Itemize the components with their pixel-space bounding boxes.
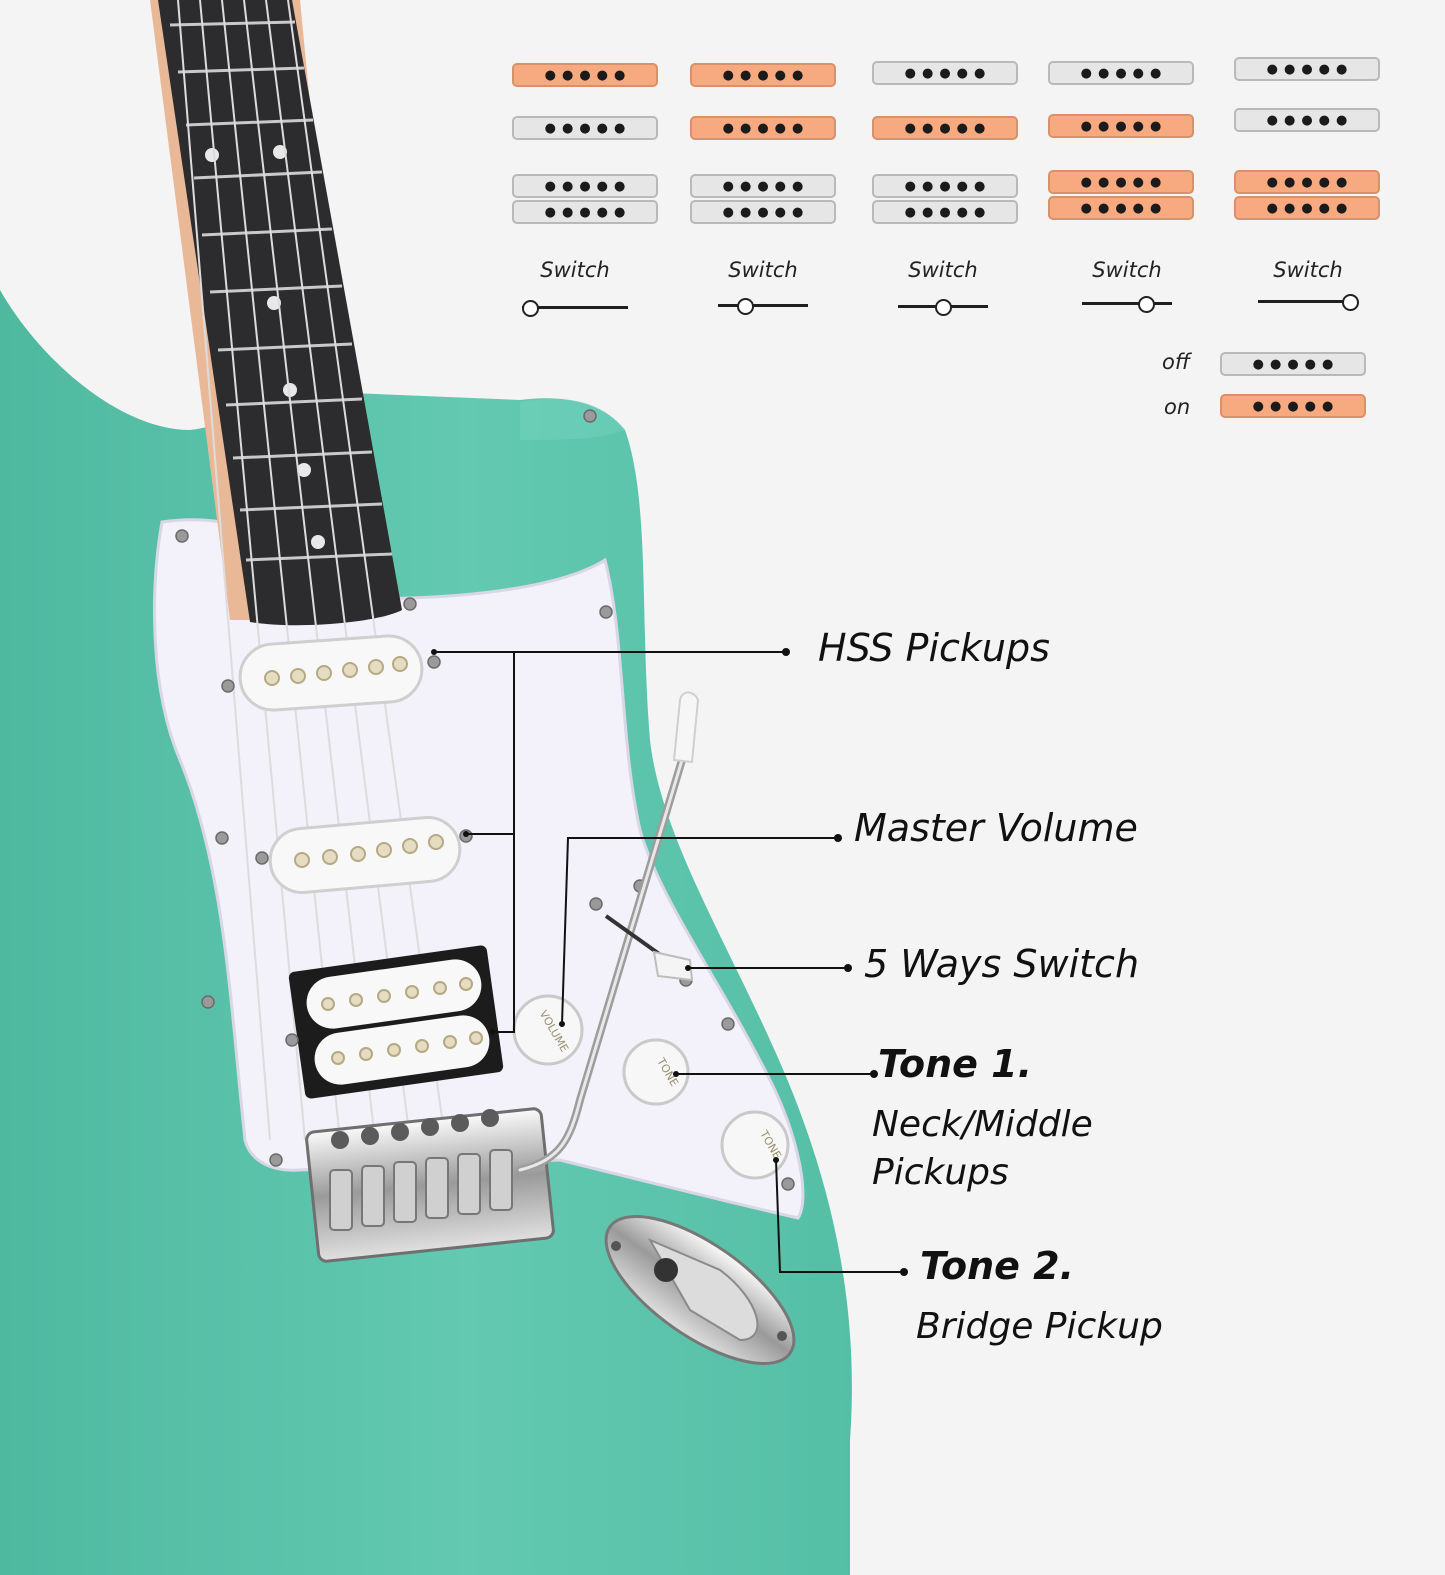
- position-1-switch-track: [522, 306, 628, 309]
- position-3-switch-knob: [935, 299, 952, 316]
- neck-pickup: [238, 634, 424, 712]
- position-3-switch-label: Switch: [908, 258, 978, 282]
- position-3-neck-pickup: ●●●●●: [872, 61, 1018, 85]
- pole-piece-dots: ●●●●●: [544, 178, 632, 194]
- pole-piece-dots: ●●●●●: [904, 65, 992, 81]
- position-1-switch-label: Switch: [540, 258, 610, 282]
- position-1-bridge-coil-b: ●●●●●: [512, 200, 658, 224]
- callout-master-volume: Master Volume: [854, 806, 1138, 850]
- pole-piece-dots: ●●●●●: [544, 120, 632, 136]
- position-5-bridge-coil-b: ●●●●●: [1234, 196, 1380, 220]
- bridge-humbucker: [288, 945, 504, 1099]
- pole-piece-dots: ●●●●●: [1080, 200, 1168, 216]
- pole-piece-dots: ●●●●●: [1266, 112, 1354, 128]
- position-2-switch-label: Switch: [728, 258, 798, 282]
- position-2-middle-pickup: ●●●●●: [690, 116, 836, 140]
- position-4-neck-pickup: ●●●●●: [1048, 61, 1194, 85]
- position-5-switch-track: [1258, 300, 1358, 303]
- position-4-switch-track: [1082, 302, 1172, 305]
- output-jack: [604, 1215, 796, 1365]
- position-2-switch-track: [718, 304, 808, 307]
- position-1-middle-pickup: ●●●●●: [512, 116, 658, 140]
- volume-knob: VOLUME: [512, 994, 584, 1066]
- position-5-neck-pickup: ●●●●●: [1234, 57, 1380, 81]
- pole-piece-dots: ●●●●●: [1266, 200, 1354, 216]
- position-4-switch-knob: [1137, 296, 1155, 313]
- tremolo-bridge: [305, 1107, 555, 1263]
- callout-hss-pickups: HSS Pickups: [818, 626, 1050, 670]
- position-1-switch-knob: [522, 300, 539, 317]
- pole-piece-dots: ●●●●●: [544, 204, 632, 220]
- pole-piece-dots: ●●●●●: [1080, 118, 1168, 134]
- callout-tone2-title: Tone 2.: [920, 1244, 1075, 1288]
- callout-tone1-title: Tone 1.: [878, 1042, 1033, 1086]
- position-5-bridge-coil-a: ●●●●●: [1234, 170, 1380, 194]
- tone1-knob: TONE: [622, 1038, 690, 1106]
- pole-piece-dots: ●●●●●: [722, 178, 810, 194]
- legend-off-label: off: [1162, 350, 1191, 374]
- position-5-switch-knob: [1342, 294, 1359, 311]
- pole-piece-dots: ●●●●●: [904, 204, 992, 220]
- legend-on-pickup: ●●●●●: [1220, 394, 1366, 418]
- five-way-switch: [604, 914, 694, 982]
- position-4-switch-label: Switch: [1092, 258, 1162, 282]
- position-2-bridge-coil-a: ●●●●●: [690, 174, 836, 198]
- position-2-neck-pickup: ●●●●●: [690, 63, 836, 87]
- pole-piece-dots: ●●●●●: [722, 120, 810, 136]
- position-5-middle-pickup: ●●●●●: [1234, 108, 1380, 132]
- pickup-selector-diagram: ●●●●● ●●●●● ●●●●● ●●●●● Switch ●●●●● ●●●●● ●●●●…: [0, 0, 1445, 480]
- pole-piece-dots: ●●●●●: [904, 178, 992, 194]
- pole-piece-dots: ●●●●●: [544, 67, 632, 83]
- position-4-bridge-coil-a: ●●●●●: [1048, 170, 1194, 194]
- pole-piece-dots: ●●●●●: [1080, 174, 1168, 190]
- position-5-switch-label: Switch: [1273, 258, 1343, 282]
- tremolo-arm: [516, 691, 700, 1174]
- middle-pickup: [268, 816, 462, 894]
- legend-off-pickup: ●●●●●: [1220, 352, 1366, 376]
- callout-tone1-line1: Neck/Middle: [872, 1104, 1093, 1145]
- pole-piece-dots: ●●●●●: [722, 204, 810, 220]
- callout-five-way-switch: 5 Ways Switch: [864, 942, 1140, 986]
- pole-piece-dots: ●●●●●: [904, 120, 992, 136]
- pole-piece-dots: ●●●●●: [1080, 65, 1168, 81]
- pole-piece-dots: ●●●●●: [1266, 174, 1354, 190]
- position-1-neck-pickup: ●●●●●: [512, 63, 658, 87]
- position-3-bridge-coil-a: ●●●●●: [872, 174, 1018, 198]
- callout-tone1-line2: Pickups: [872, 1152, 1009, 1193]
- tone2-knob: TONE: [720, 1110, 790, 1180]
- position-3-bridge-coil-b: ●●●●●: [872, 200, 1018, 224]
- position-2-switch-knob: [736, 298, 754, 315]
- position-4-bridge-coil-b: ●●●●●: [1048, 196, 1194, 220]
- pole-piece-dots: ●●●●●: [1266, 61, 1354, 77]
- position-4-middle-pickup: ●●●●●: [1048, 114, 1194, 138]
- position-2-bridge-coil-b: ●●●●●: [690, 200, 836, 224]
- callout-tone2-sub: Bridge Pickup: [916, 1306, 1163, 1347]
- pole-piece-dots: ●●●●●: [722, 67, 810, 83]
- callout-lines: [434, 651, 904, 1273]
- legend-on-label: on: [1164, 395, 1191, 419]
- position-1-bridge-coil-a: ●●●●●: [512, 174, 658, 198]
- position-3-middle-pickup: ●●●●●: [872, 116, 1018, 140]
